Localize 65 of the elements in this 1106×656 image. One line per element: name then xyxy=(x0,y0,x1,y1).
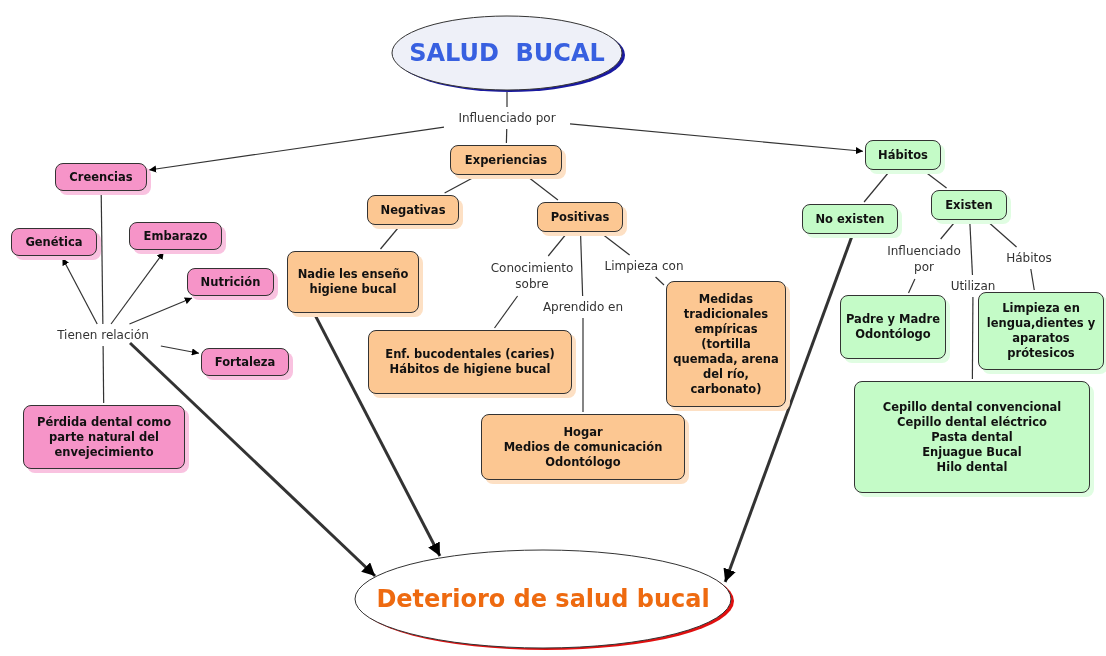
linking-phrase: Utilizan xyxy=(950,278,996,294)
concept-text: Experiencias xyxy=(464,152,548,168)
concept-text: Nutrición xyxy=(200,274,261,290)
concept-text: Pérdida dental como parte natural del envejecimiento xyxy=(35,414,173,460)
arrow xyxy=(110,251,165,325)
connector-line xyxy=(505,128,508,144)
arrow xyxy=(723,235,854,583)
connector-line xyxy=(506,91,508,108)
concept-text: Enf. bucodentales (caries) xyxy=(385,347,555,362)
arrow xyxy=(313,314,442,557)
connector-line xyxy=(654,276,665,286)
connector-line xyxy=(582,317,584,413)
connector-line xyxy=(863,171,890,203)
concept-text: Genética xyxy=(25,234,83,250)
concept-text: Negativas xyxy=(380,202,446,218)
connector-line xyxy=(493,295,519,329)
concept-text: Nadie les enseño higiene bucal xyxy=(296,267,410,297)
concept-text: No existen xyxy=(815,211,885,227)
concept-text: Hilo dental xyxy=(936,459,1008,475)
arrow xyxy=(128,297,193,325)
concept-text: Existen xyxy=(945,197,993,213)
arrow xyxy=(129,341,377,578)
connector-line xyxy=(527,176,559,201)
concept-text: Hogar xyxy=(563,424,603,440)
connector-line xyxy=(102,345,105,404)
concept-title: Deterioro de salud bucal xyxy=(376,585,710,613)
arrow xyxy=(160,345,200,356)
concept-text: Padre y Madre xyxy=(846,312,940,327)
concept-text: Embarazo xyxy=(143,228,208,244)
concept-text: Odontólogo xyxy=(855,327,931,342)
linking-phrase: Conocimiento sobre xyxy=(489,260,575,292)
concept-text: Cepillo dental convencional xyxy=(882,399,1062,415)
concept-text: Cepillo dental eléctrico xyxy=(897,414,1047,430)
concept-text: Creencias xyxy=(69,169,133,185)
connector-line xyxy=(579,233,584,297)
concept-text: Hábitos xyxy=(878,147,928,163)
concept-text: Fortaleza xyxy=(214,354,276,370)
concept-title: SALUD BUCAL xyxy=(409,39,605,67)
connector-line xyxy=(1030,268,1035,291)
connector-line xyxy=(987,221,1018,248)
linking-phrase: Limpieza con xyxy=(604,258,684,274)
connector-line xyxy=(547,233,567,257)
arrow xyxy=(61,257,98,325)
connector-line xyxy=(100,192,104,325)
linking-phrase: Influenciado por xyxy=(458,110,556,126)
connector-line xyxy=(601,233,631,256)
arrow xyxy=(569,123,864,155)
connector-line xyxy=(940,221,956,240)
concept-text: Hábitos de higiene bucal xyxy=(389,362,551,377)
concept-text: Pasta dental xyxy=(931,429,1013,445)
linking-phrase: Tienen relación xyxy=(57,327,149,343)
concept-text: Limpieza en lengua,dientes y aparatos prótesicos xyxy=(985,301,1097,361)
linking-phrase: Hábitos xyxy=(1006,250,1052,266)
linking-phrase: Influenciado por xyxy=(886,243,962,275)
arrow xyxy=(148,126,445,173)
connector-line xyxy=(379,226,400,250)
concept-text: Enjuague Bucal xyxy=(922,444,1022,460)
concept-text: Medios de comunicación xyxy=(503,439,663,455)
concept-text: Positivas xyxy=(550,209,610,225)
linking-phrase: Aprendido en xyxy=(542,299,624,315)
concept-text: Odontólogo xyxy=(545,454,621,470)
connector-line xyxy=(971,296,974,380)
connector-line xyxy=(907,278,916,294)
connector-line xyxy=(969,221,974,276)
concept-text: Medidas tradicionales empíricas (tortilla quemada, arena del río, carbonato) xyxy=(672,291,780,397)
